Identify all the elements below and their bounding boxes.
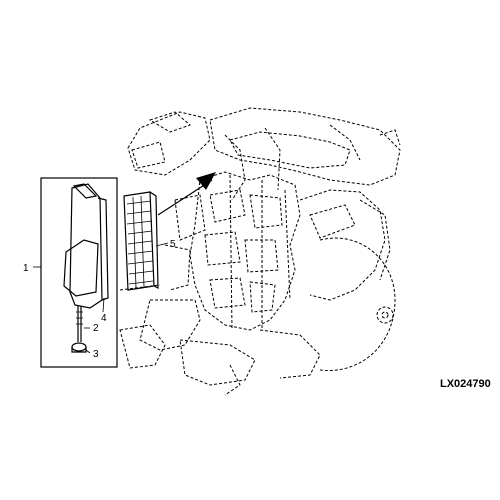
callout-2: 2 [93, 323, 99, 334]
tractor-phantom-outline [119, 107, 401, 396]
figure-id-label: LX024790 [440, 378, 491, 390]
nut-part [71, 342, 87, 353]
callout-5: 5 [170, 239, 176, 250]
filter-grille [126, 195, 154, 289]
callout-1: 1 [23, 263, 29, 274]
callout-3: 3 [93, 349, 99, 360]
callout-4: 4 [101, 313, 107, 324]
location-arrow [157, 172, 216, 216]
callout-leaders [84, 242, 169, 354]
bolt-part [76, 306, 83, 342]
cover-part [63, 183, 109, 309]
assembly-bracket [33, 177, 118, 368]
filter-part [123, 191, 159, 291]
